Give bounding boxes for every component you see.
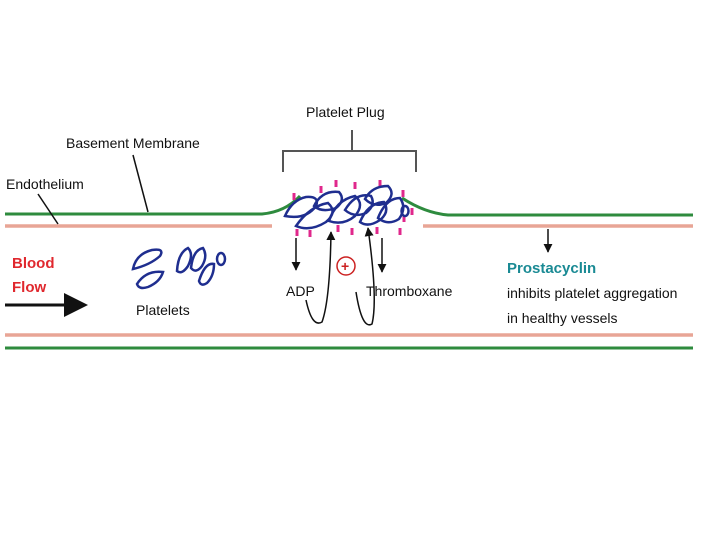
endothelium-pointer [37,193,59,225]
thromboxane-label: Thromboxane [366,283,453,299]
bottom-vessel-wall [5,333,693,350]
basement-membrane-top [5,194,302,216]
plug-platelet [400,204,410,218]
platelet-plug [283,180,414,237]
plug-platelet [363,184,393,207]
positive-feedback-sign: + [341,258,349,274]
adp-label: ADP [286,283,315,299]
prostacyclin-desc-line2: in healthy vessels [507,310,618,326]
platelet [131,248,163,271]
flow-label: Flow [12,279,46,296]
thromboxane-loop-arrow [355,227,375,326]
basement-membrane-top-right [401,196,693,217]
platelet-plug-bracket [282,130,417,172]
platelet [197,262,216,286]
feedback-arrows [291,227,387,326]
platelet [189,246,207,272]
platelet [135,270,165,290]
plug-platelet [312,190,344,212]
platelet [175,246,193,274]
platelet [215,251,227,267]
platelet-plug-label: Platelet Plug [306,104,385,120]
blood-label: Blood [12,255,55,272]
plug-platelet [283,195,319,219]
plug-platelet [358,200,388,226]
top-vessel-wall [5,194,693,228]
prostacyclin-label: Prostacyclin [507,260,596,277]
basement-membrane-pointer [132,154,149,213]
prostacyclin-desc-line1: inhibits platelet aggregation [507,285,677,301]
adp-loop-arrow [305,231,336,324]
endothelium-label: Endothelium [6,176,84,192]
positive-feedback-circle [336,256,356,276]
plug-platelet [327,194,362,224]
blood-flow-arrow [5,293,88,317]
basement-membrane-label: Basement Membrane [66,135,200,151]
platelets-label: Platelets [136,302,190,318]
free-platelets [131,246,227,290]
